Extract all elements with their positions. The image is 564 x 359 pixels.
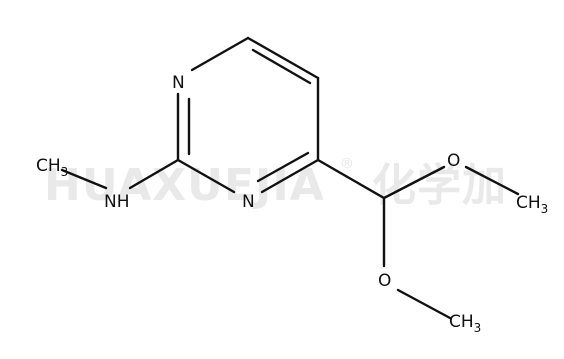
bond-n1-c6	[190, 36, 250, 72]
bond-c4-n3	[260, 158, 320, 194]
atom-nh: NH	[104, 192, 130, 212]
bond-c4-n3-double	[256, 151, 310, 183]
bond-c2-nh	[128, 158, 180, 190]
ch3-amine-main: CH	[36, 156, 61, 176]
ch3-upper-subscript: 3	[541, 202, 549, 216]
watermark-text: HUAXUEJIA	[44, 160, 325, 211]
watermark-registered-mark: ®	[340, 156, 354, 172]
atom-n-bottom: N	[242, 192, 255, 212]
watermark: HUAXUEJIA ® 化学加	[44, 156, 507, 211]
bond-o-lower-ch3	[396, 288, 452, 320]
atom-ch3-upper: CH3	[516, 193, 548, 216]
atom-ch3-amine: CH3	[36, 156, 68, 179]
ch3-upper-main: CH	[516, 193, 541, 213]
ch3-amine-subscript: 3	[61, 165, 69, 179]
bond-c4-ch	[316, 158, 386, 200]
bond-ch-o-upper	[382, 165, 446, 200]
atom-labels: N N NH CH3 O CH3 O CH3	[36, 73, 548, 335]
bond-n3-c2	[176, 158, 236, 194]
ch3-lower-subscript: 3	[474, 321, 482, 335]
atom-ch3-lower: CH3	[449, 312, 481, 335]
watermark-cjk-text: 化学加	[372, 160, 507, 211]
bond-o-upper-ch3	[464, 165, 520, 196]
bond-nh-ch3	[60, 168, 108, 190]
ch3-lower-main: CH	[449, 312, 474, 332]
bonds	[60, 36, 520, 320]
atom-o-upper: O	[447, 151, 460, 171]
atom-o-lower: O	[378, 271, 391, 291]
atom-n-top: N	[172, 73, 185, 93]
bond-c6-c5	[246, 36, 320, 80]
bond-c6-c5-double	[251, 48, 312, 85]
